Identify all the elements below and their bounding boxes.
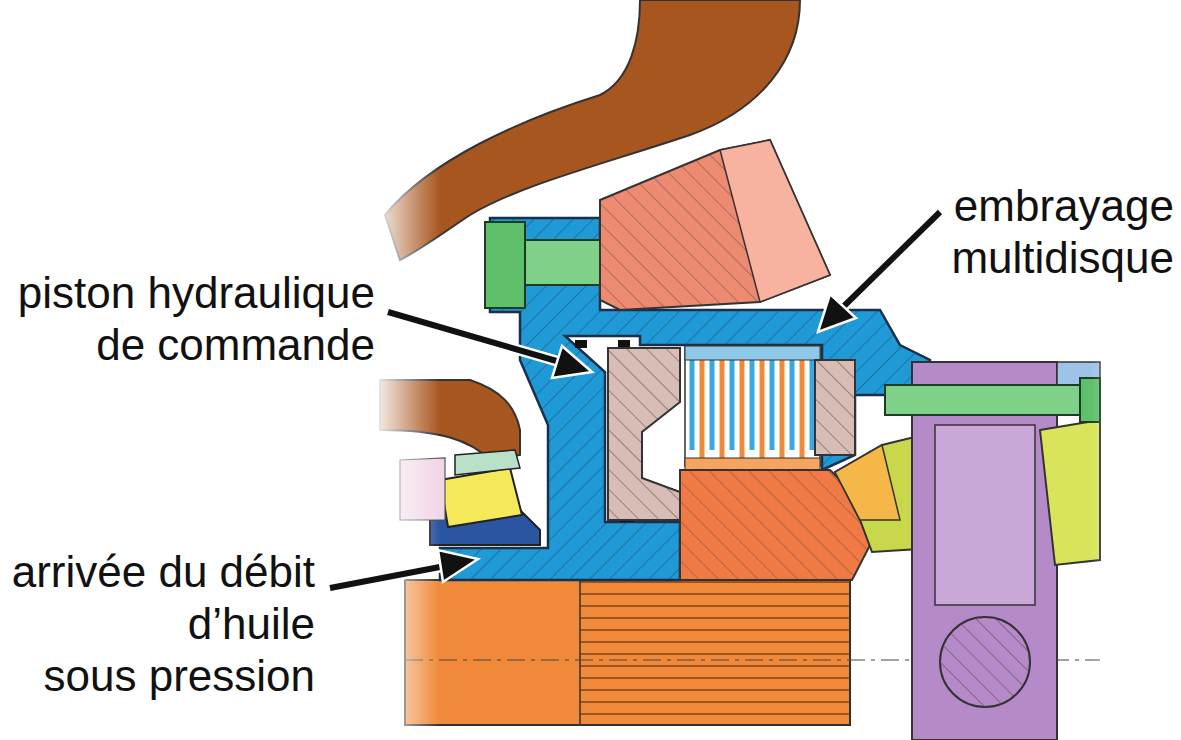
label-line: sous pression	[12, 650, 315, 702]
hydraulic-piston	[608, 348, 680, 520]
ring-gear	[600, 140, 830, 310]
label-line: embrayage	[951, 180, 1174, 232]
pressure-plate	[815, 360, 855, 455]
edge-fade	[1090, 0, 1181, 740]
label-line: arrivée du débit	[12, 546, 315, 598]
carrier	[912, 362, 1100, 740]
edge-fade	[370, 0, 440, 740]
leader-arrows	[330, 212, 940, 588]
label-line: multidisque	[951, 232, 1174, 284]
label-line: d’huile	[12, 598, 315, 650]
drive-gear	[680, 432, 935, 580]
clutch-discs	[685, 346, 820, 470]
label-line: piston hydraulique	[18, 267, 375, 319]
label-line: de commande	[18, 319, 375, 371]
callout-label: embrayage multidisque	[951, 180, 1174, 284]
bolt-right	[885, 378, 1100, 422]
callout-label: arrivée du débit d’huile sous pression	[12, 546, 315, 702]
callout-label: piston hydraulique de commande	[18, 267, 375, 371]
